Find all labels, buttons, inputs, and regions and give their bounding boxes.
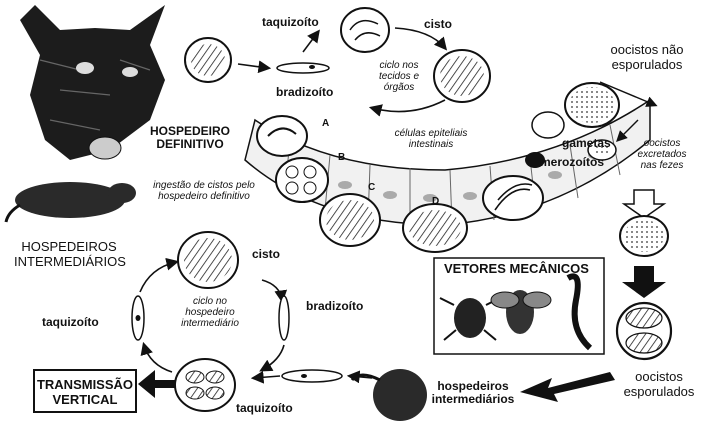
label-hospedeiro-definitivo: HOSPEDEIRO DEFINITIVO xyxy=(142,125,238,152)
label-stage-b: B xyxy=(338,152,345,163)
stage-a-cell xyxy=(257,116,307,156)
label-oocistos-nao-esporulados: oocistos não esporulados xyxy=(606,43,688,72)
cyst-top-right xyxy=(434,50,490,102)
label-hospedeiros-intermediarios-lower: hospedeiros intermediários xyxy=(428,380,518,407)
cyst-top-middle xyxy=(341,8,389,52)
label-cisto-mid: cisto xyxy=(252,248,280,261)
bradyzoite-mid xyxy=(279,296,289,340)
cyst-top-left xyxy=(185,38,231,82)
label-taquizoito-top: taquizoíto xyxy=(262,16,319,29)
label-merozoitos: merozoítos xyxy=(540,156,604,169)
label-ciclo-tecidos: ciclo nos tecidos e órgãos xyxy=(370,60,428,94)
unsporulated-oocyst xyxy=(565,83,619,127)
label-ingestao: ingestão de cistos pelo hospedeiro defin… xyxy=(148,180,260,202)
label-oocistos-esporulados: oocistos esporulados xyxy=(620,370,698,399)
label-stage-c: C xyxy=(368,182,375,193)
label-ciclo-hospedeiro: ciclo no hospedeiro intermediário xyxy=(174,296,246,330)
rosette-cell xyxy=(175,359,235,411)
cyst-intermediate xyxy=(178,232,238,288)
label-cisto-top: cisto xyxy=(424,18,452,31)
label-vetores-mecanicos: VETORES MECÂNICOS xyxy=(444,262,589,277)
label-celulas-epiteliais: células epiteliais intestinais xyxy=(372,128,490,150)
sporulated-oocyst xyxy=(617,303,671,359)
excreted-oocyst xyxy=(620,216,668,256)
label-transmissao-vertical: TRANSMISSÃO VERTICAL xyxy=(36,378,134,407)
stage-d-cell xyxy=(403,204,467,252)
label-bradizoito-top: bradizoíto xyxy=(276,86,333,99)
label-hospedeiros-intermediarios-upper: HOSPEDEIROS INTERMEDIÁRIOS xyxy=(14,240,124,269)
label-stage-a: A xyxy=(322,118,329,129)
rat-illustration xyxy=(6,182,136,222)
label-taquizoito-left: taquizoíto xyxy=(42,316,99,329)
label-taquizoito-bottom: taquizoíto xyxy=(236,402,293,415)
merozoite-cell xyxy=(483,176,543,220)
label-oocistos-excretados: oocistos excretados nas fezes xyxy=(632,138,692,172)
label-gametas: gametas xyxy=(562,137,611,150)
label-stage-d: D xyxy=(432,196,439,207)
stage-c-cell xyxy=(320,194,380,246)
stage-b-cell xyxy=(276,158,328,202)
label-bradizoito-mid: bradizoíto xyxy=(306,300,363,313)
